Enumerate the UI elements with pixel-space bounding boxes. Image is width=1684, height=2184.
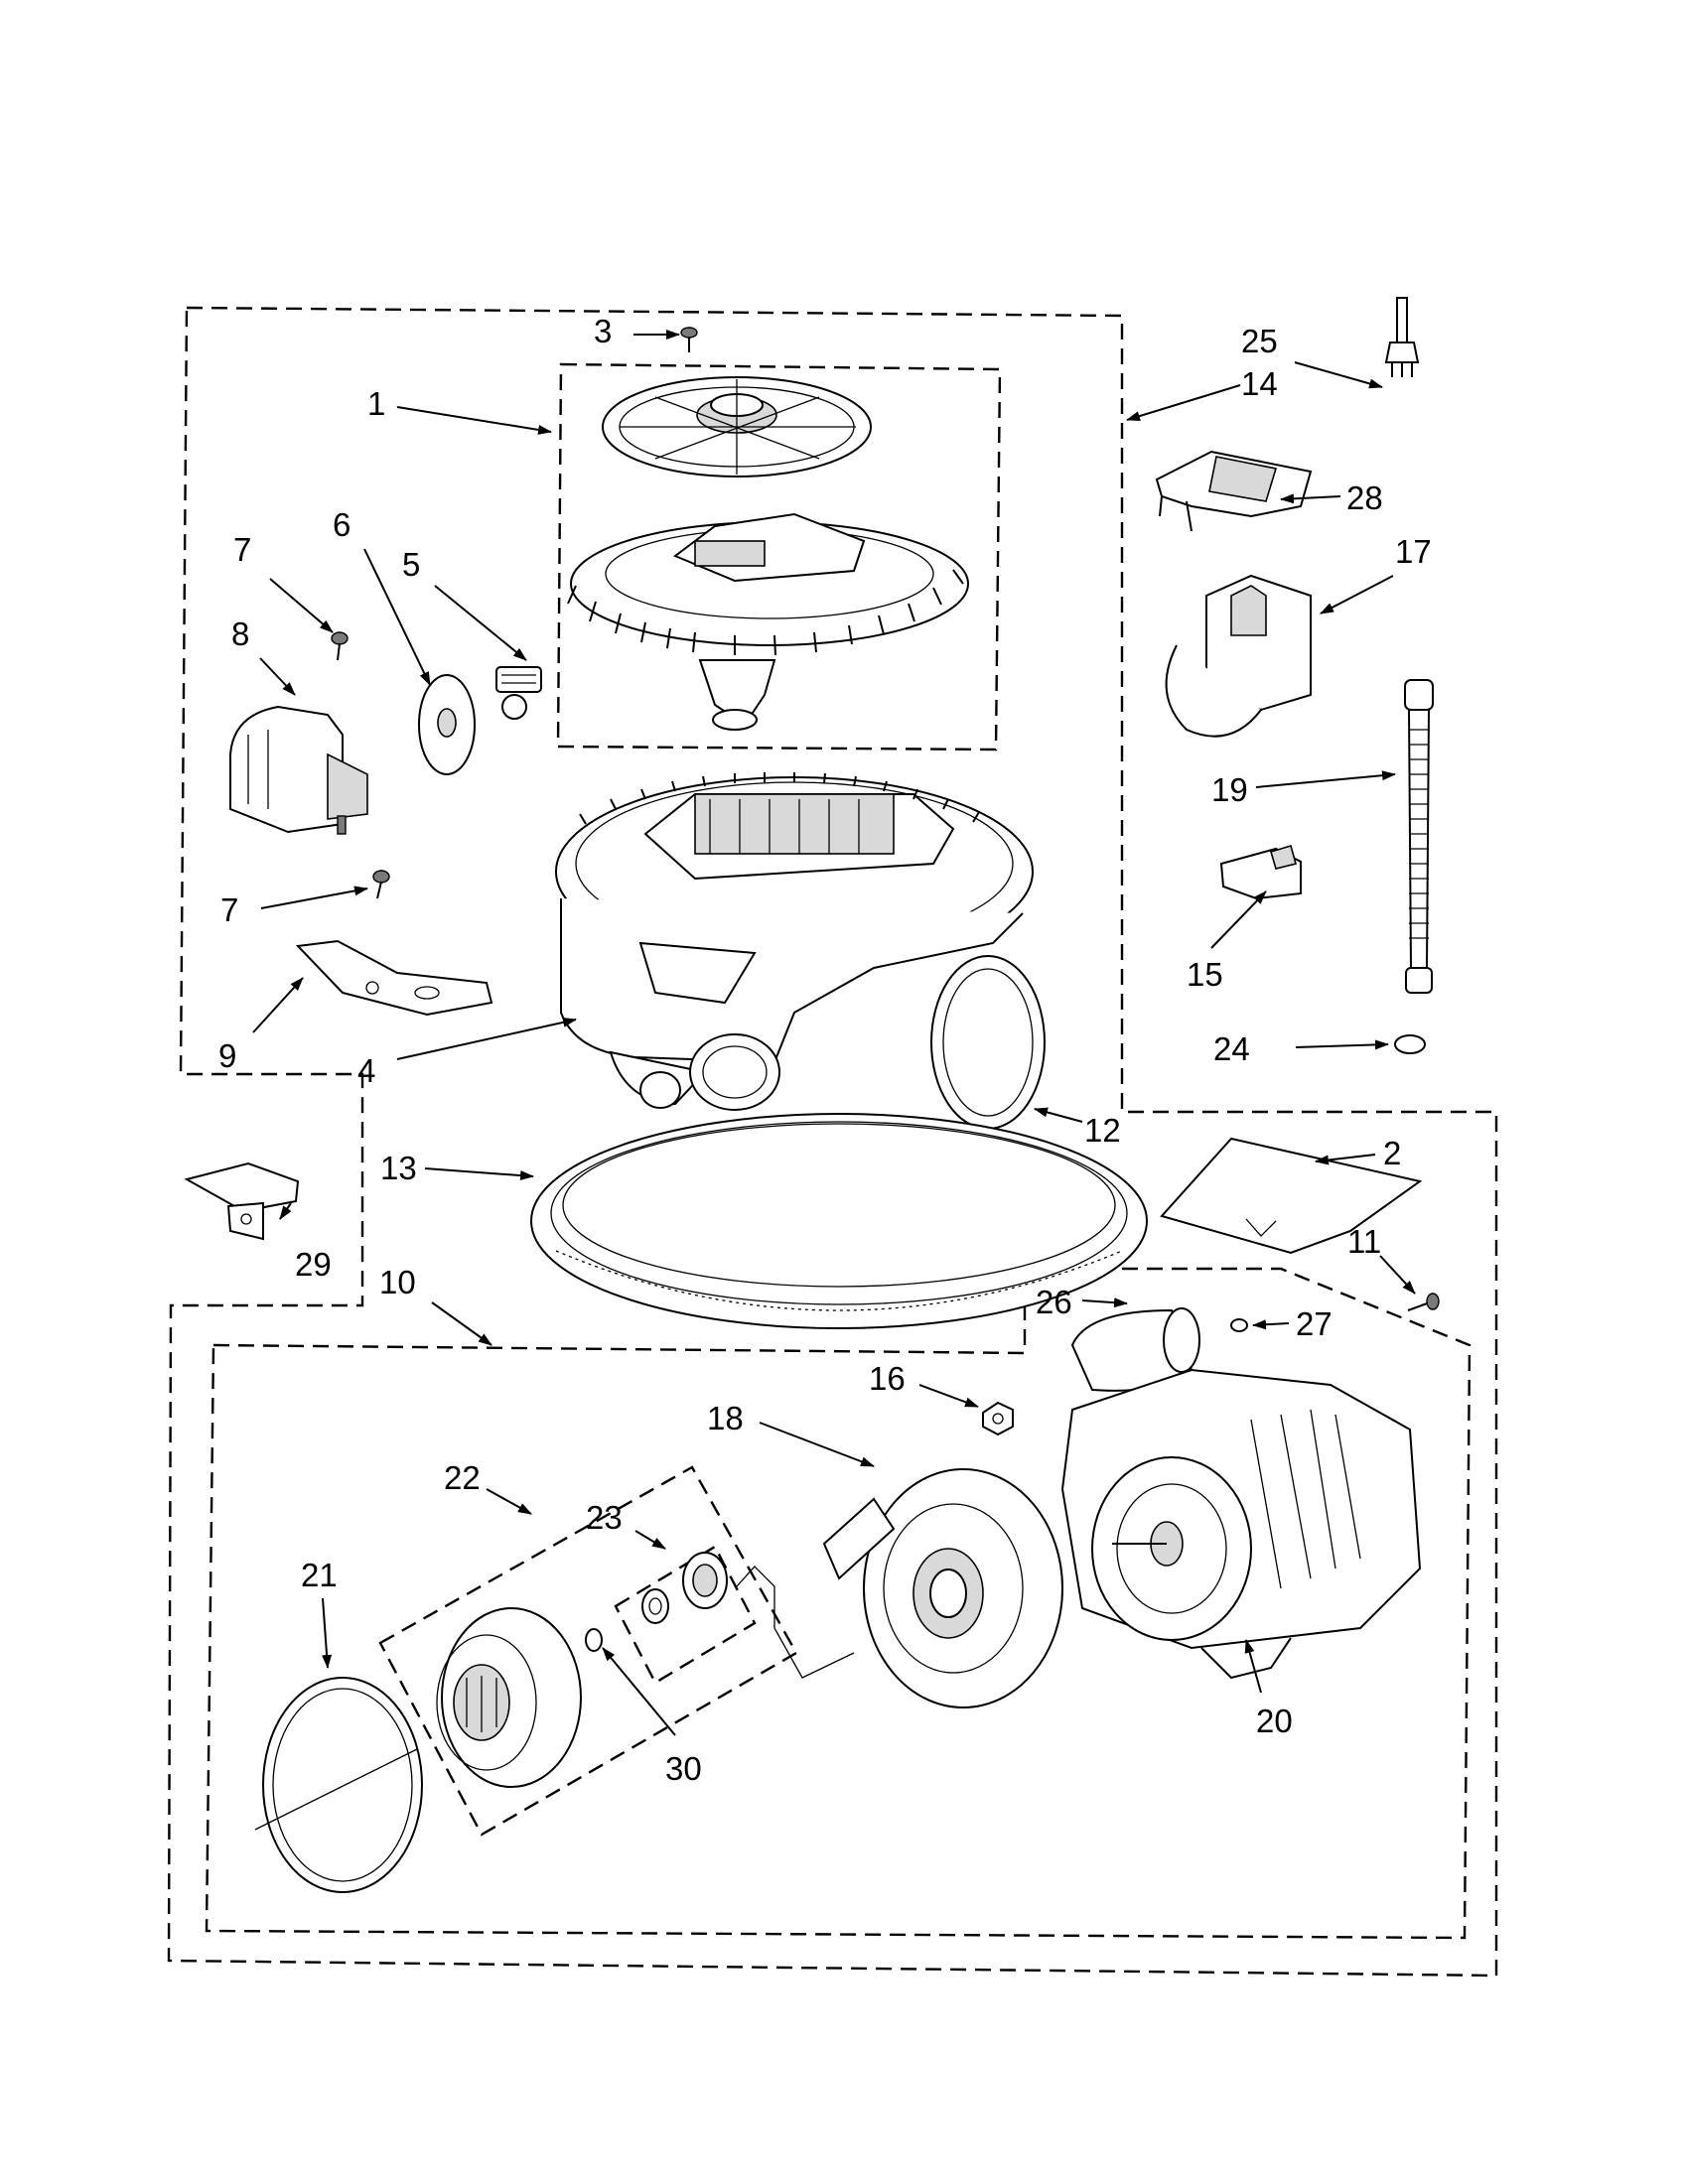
diverter-disc [418,674,476,775]
callout-13: 13 [380,1150,417,1186]
callout-16: 16 [869,1360,906,1397]
insulation-pad [1160,1137,1423,1255]
washer [585,1628,603,1652]
callout-2: 2 [1383,1135,1401,1171]
callout-30: 30 [665,1750,702,1787]
callout-8: 8 [231,615,249,652]
callout-18: 18 [707,1400,744,1436]
callout-29: 29 [295,1246,332,1283]
diverter-seal [495,666,542,720]
callout-6: 6 [333,506,351,543]
callout-15: 15 [1187,956,1223,993]
drain-hose [1404,679,1434,994]
diverter-motor [229,705,368,835]
sensor-housing [1165,574,1312,738]
sump-gasket [530,1113,1148,1329]
callout-26: 26 [1036,1284,1072,1320]
callout-27: 27 [1296,1305,1333,1342]
retaining-ring [930,955,1046,1130]
callout-3: 3 [594,313,612,349]
pump-housing [822,1468,1063,1708]
callout-5: 5 [402,546,420,583]
screw-11 [1407,1293,1440,1311]
clip [1219,844,1302,900]
leader-lines [254,1566,855,1831]
impeller [436,1607,582,1788]
callout-24: 24 [1213,1030,1250,1067]
callout-10: 10 [379,1264,416,1300]
callout-22: 22 [444,1459,481,1496]
callout-25: 25 [1241,323,1278,359]
motor-capacitor [1070,1307,1248,1392]
callout-labels: 3 1 6 5 7 8 7 9 4 13 29 10 12 25 14 28 1… [218,313,1432,1787]
pump-motor-boundary [205,1267,1472,1940]
callout-17: 17 [1395,533,1432,570]
pump-gasket [262,1677,423,1893]
hose-clamp [1394,1034,1426,1054]
screw-7-upper [331,631,349,661]
callout-21: 21 [301,1557,338,1593]
callout-9: 9 [218,1037,236,1074]
spray-arm-boundary [556,362,1002,751]
callout-7-upper: 7 [233,531,251,568]
impeller-group-boundary [378,1465,798,1837]
nut [982,1401,1014,1436]
callout-28: 28 [1346,479,1383,516]
callout-20: 20 [1256,1703,1293,1739]
shield [1155,450,1313,532]
callout-1: 1 [367,385,385,422]
thermistor [1384,297,1420,377]
callout-23: 23 [586,1499,623,1536]
callout-4: 4 [357,1052,375,1089]
seal-group-boundary [614,1545,757,1685]
callout-11: 11 [1347,1223,1381,1260]
callout-12: 12 [1084,1112,1121,1149]
assembly-boundaries [167,306,1498,1978]
pump-seal [641,1552,728,1624]
screw-3 [680,327,698,352]
spray-arm-assembly [567,376,969,731]
callout-arrows [252,330,1416,1736]
sump-housing [555,772,1034,1111]
callout-7-lower: 7 [220,891,238,928]
pump-motor [1060,1368,1422,1680]
callout-19: 19 [1211,771,1248,808]
mounting-bracket [184,1161,300,1241]
upper-assembly-boundary [167,306,1498,1978]
screw-7-lower [372,870,390,899]
bracket [295,939,493,1017]
callout-14: 14 [1241,365,1278,402]
